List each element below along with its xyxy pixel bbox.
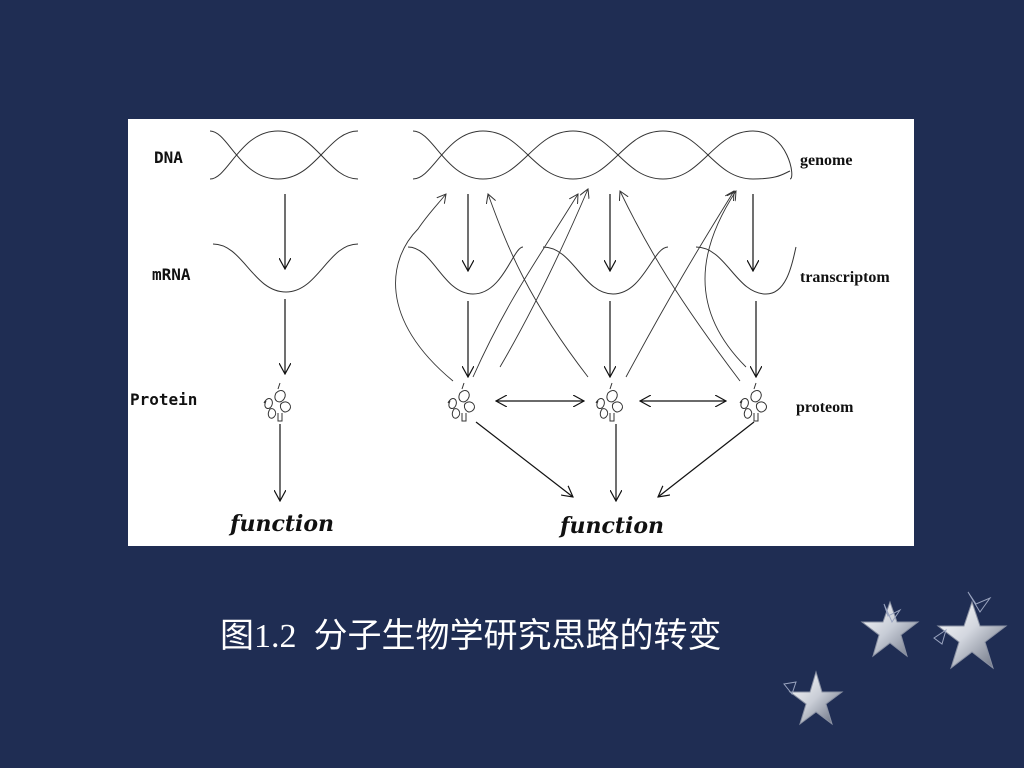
label-dna: DNA	[154, 148, 183, 167]
label-transcriptome: transcriptom	[800, 269, 890, 286]
dna-strand	[209, 130, 359, 180]
mrna-strand	[407, 246, 524, 295]
feedback-arrow	[472, 194, 578, 378]
feedback-arrow	[499, 189, 588, 368]
label-mrna: mRNA	[152, 265, 191, 284]
mrna-strand	[542, 246, 669, 295]
label-function-right: function	[558, 513, 664, 539]
dna-strand	[209, 130, 359, 180]
protein-icon	[263, 382, 291, 422]
protein-icon	[739, 382, 767, 422]
mrna-strand	[212, 243, 359, 293]
protein-icon	[595, 382, 623, 422]
star-icon	[860, 600, 920, 658]
protein-icon	[447, 382, 475, 422]
feedback-arrow	[625, 191, 734, 378]
feedback-arrow	[395, 194, 454, 382]
feedback-arrow	[620, 191, 741, 382]
genome-strand	[412, 130, 793, 180]
feedback-arrow	[704, 191, 747, 368]
label-proteome: proteom	[796, 399, 854, 416]
figure-caption: 图1.2 分子生物学研究思路的转变	[220, 618, 722, 655]
arrow-protein-to-function	[658, 421, 755, 497]
diagram-figure: DNA mRNA Protein function	[128, 119, 914, 546]
diagram-svg: DNA mRNA Protein function	[130, 130, 890, 539]
star-icon	[783, 670, 844, 726]
label-protein: Protein	[130, 390, 197, 409]
genome-strand	[412, 130, 791, 180]
mrna-strand	[695, 246, 797, 295]
label-function-left: function	[228, 511, 334, 537]
arrow-protein-to-function	[475, 421, 573, 497]
label-genome: genome	[800, 152, 852, 169]
star-icon	[933, 591, 1008, 670]
feedback-arrow	[488, 194, 589, 378]
